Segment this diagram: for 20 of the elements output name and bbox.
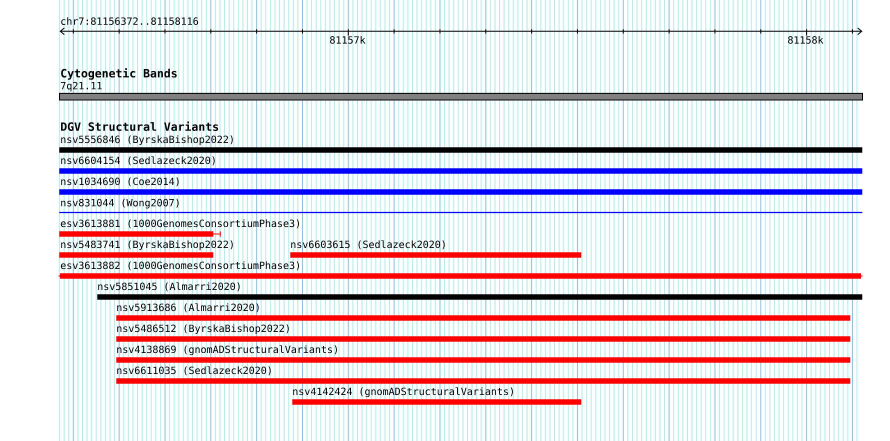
track-title: Cytogenetic Bands [61,68,177,80]
tick-label: 81158k [788,36,824,44]
region-label: chr7:81156372..81158116 [61,17,198,25]
feature-label: nsv6603615 (Sedlazeck2020) [291,240,445,250]
feature-label: nsv831044 (Wong2007) [61,198,179,208]
feature-label: esv3613881 (1000GenomesConsortiumPhase3) [60,219,299,228]
feature-label: nsv5851045 (Almarri2020) [98,282,240,292]
feature-label: esv3613882 (1000GenomesConsortiumPhase3) [60,261,299,270]
feature-label: nsv4138869 (gnomADStructuralVariants) [117,345,337,356]
band-label: 7q21.11 [60,82,102,92]
track-title: DGV Structural Variants [61,121,218,131]
tick-label: 81157k [330,36,366,44]
feature-label: nsv5556846 (ByrskaBishop2022) [61,135,233,146]
feature-label: nsv6604154 (Sedlazeck2020) [61,156,215,166]
feature-label: nsv4142424 (gnomADStructuralVariants) [293,387,513,398]
feature-label: nsv6611035 (Sedlazeck2020) [117,366,271,376]
feature-label: nsv5483741 (ByrskaBishop2022) [61,240,233,250]
feature-label: nsv5486512 (ByrskaBishop2022) [117,324,289,334]
feature-label: nsv1034690 (Coe2014) [61,177,179,186]
feature-label: nsv5913686 (Almarri2020) [117,303,259,312]
